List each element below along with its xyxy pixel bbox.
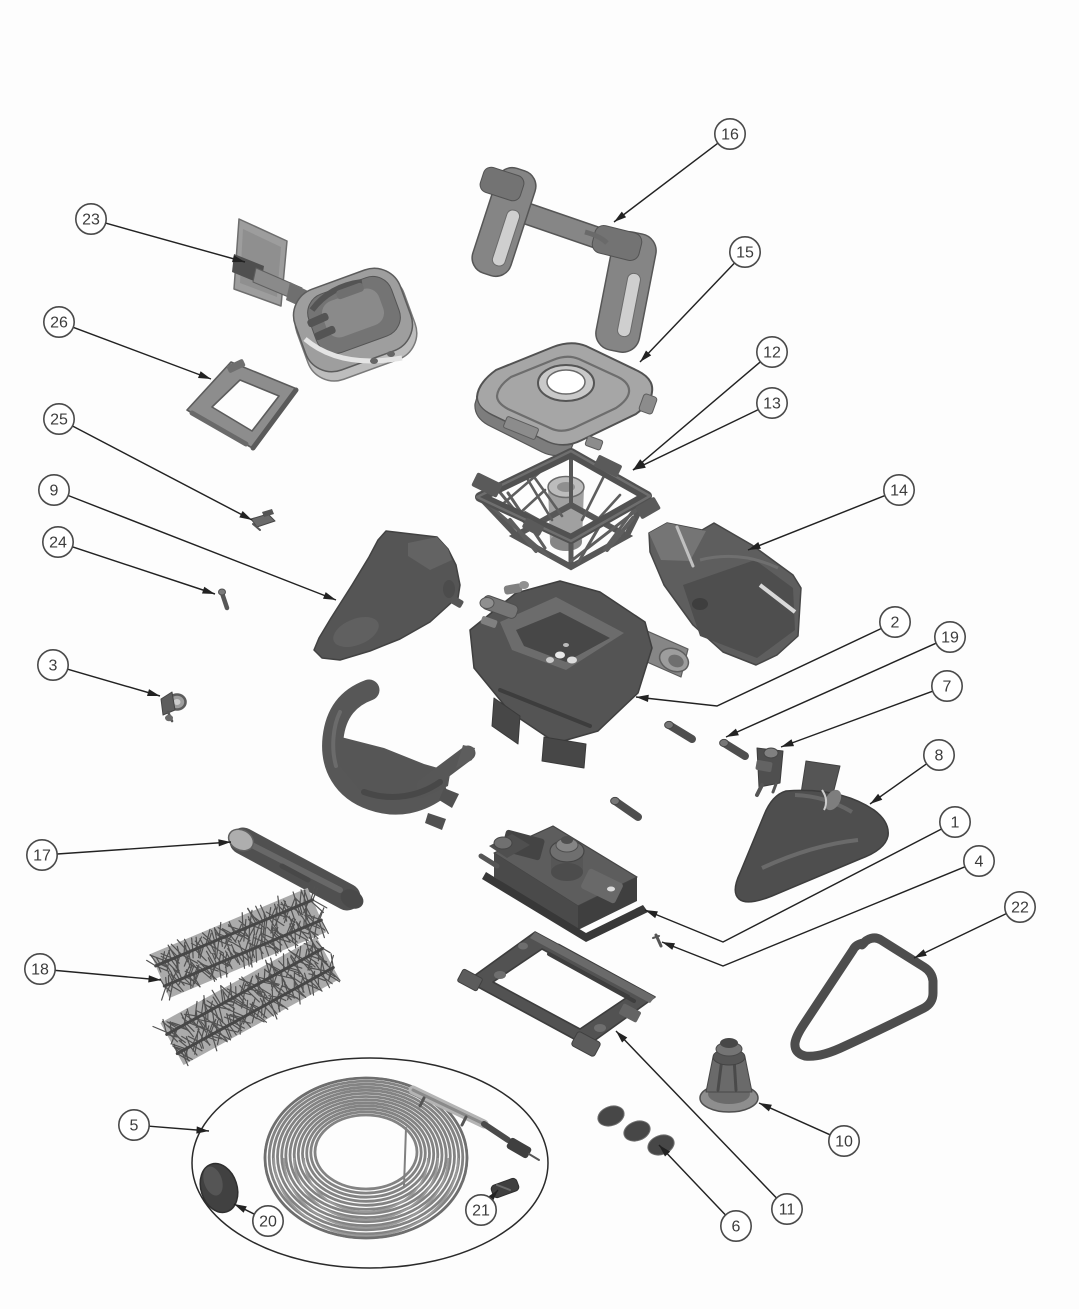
svg-text:20: 20 xyxy=(259,1214,277,1231)
svg-text:13: 13 xyxy=(763,396,781,413)
svg-text:24: 24 xyxy=(49,535,67,552)
svg-text:21: 21 xyxy=(472,1203,490,1220)
svg-text:6: 6 xyxy=(732,1219,741,1236)
svg-text:26: 26 xyxy=(50,315,68,332)
svg-text:7: 7 xyxy=(943,679,952,696)
svg-text:5: 5 xyxy=(130,1118,139,1135)
svg-text:25: 25 xyxy=(50,412,68,429)
svg-text:23: 23 xyxy=(82,212,100,229)
svg-text:2: 2 xyxy=(891,615,900,632)
svg-text:1: 1 xyxy=(951,815,960,832)
svg-text:3: 3 xyxy=(49,658,58,675)
svg-text:12: 12 xyxy=(763,345,781,362)
svg-text:11: 11 xyxy=(779,1202,796,1219)
svg-text:22: 22 xyxy=(1011,900,1029,917)
svg-text:9: 9 xyxy=(50,483,59,500)
svg-text:8: 8 xyxy=(935,748,944,765)
svg-text:17: 17 xyxy=(33,848,51,865)
svg-text:15: 15 xyxy=(736,245,754,262)
svg-text:10: 10 xyxy=(835,1134,853,1151)
svg-text:4: 4 xyxy=(975,854,984,871)
svg-text:19: 19 xyxy=(941,630,959,647)
svg-text:18: 18 xyxy=(31,962,49,979)
svg-text:16: 16 xyxy=(721,127,739,144)
svg-text:14: 14 xyxy=(890,483,908,500)
